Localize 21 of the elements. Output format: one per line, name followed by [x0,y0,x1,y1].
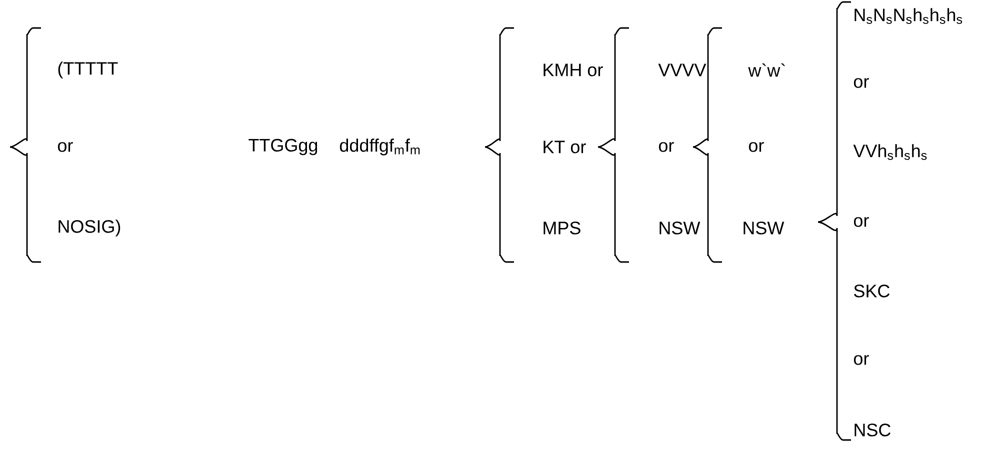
code-text: or [854,217,869,227]
code-text: SKC [854,284,890,298]
code-text: NOSIG) [58,220,120,236]
code-text: w`w` [748,63,785,77]
code-text: TTGGgg [248,138,318,156]
code-text: or [58,142,73,152]
code-text: (TTTTT [58,62,118,78]
code-text: or [748,142,764,152]
code-text: VVVV [658,64,706,76]
code-text: NSW [660,222,700,234]
code-text: KT or [544,140,586,154]
code-text: MPS [544,222,580,234]
code-text: KMH or [544,64,603,76]
code-text: VVh$_{s}$h$_{s}$h$_{s}$ [853,144,927,160]
code-text: N$_{s}$N$_{s}$N$_{s}$h$_{s}$h$_{s}$h$_{s}$ [854,8,962,24]
code-text: or [854,355,869,365]
code-text: NSC [854,424,891,436]
code-text: or [854,78,869,88]
code-text: dddffgf$_{m}$f$_{m}$ [340,138,420,156]
code-text: NSW [744,222,784,234]
code-text: or [658,142,674,152]
